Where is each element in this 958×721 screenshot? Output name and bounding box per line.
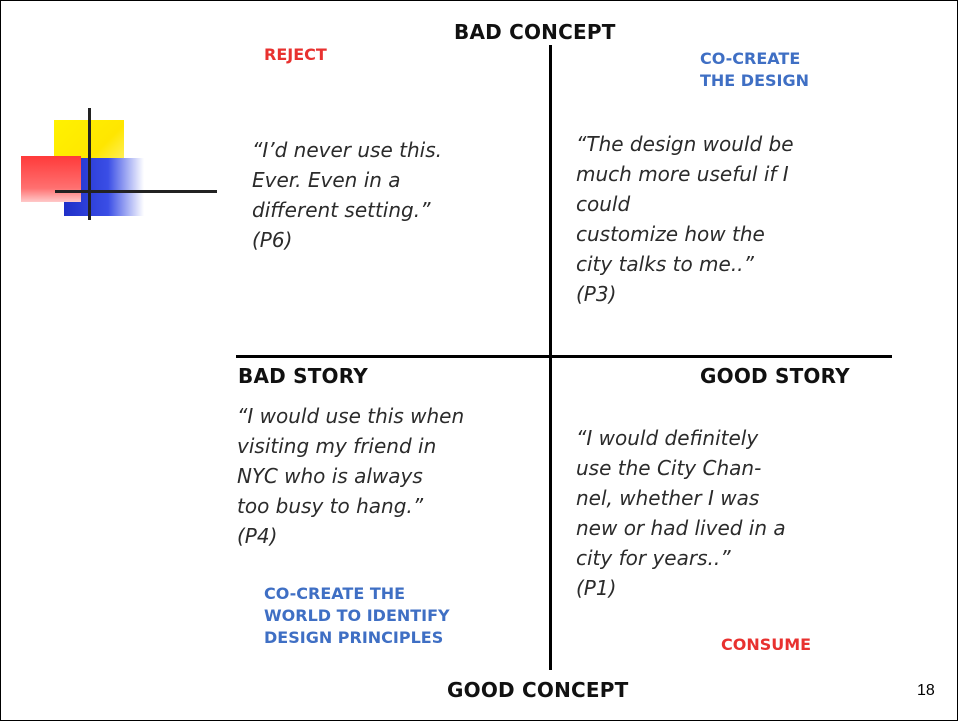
action-reject: REJECT xyxy=(264,44,327,66)
quote-attribution: (P3) xyxy=(576,282,617,306)
quote-line: “I’d never use this. xyxy=(252,138,442,162)
action-line: CO-CREATE THE xyxy=(264,584,406,603)
quote-line: could xyxy=(576,192,631,216)
crosshair-horizontal-line xyxy=(55,190,217,193)
action-co-create-design: CO-CREATE THE DESIGN xyxy=(700,48,840,92)
quote-line: “I would definitely xyxy=(576,426,759,450)
quote-line: NYC who is always xyxy=(237,464,423,488)
red-square xyxy=(21,156,81,202)
quote-line: city talks to me..” xyxy=(576,252,754,276)
quote-line: nel, whether I was xyxy=(576,486,760,510)
quote-attribution: (P6) xyxy=(252,228,293,252)
quote-p3: “The design would be much more useful if… xyxy=(576,129,866,309)
axis-label-good-story: GOOD STORY xyxy=(700,364,850,388)
axis-label-bad-story: BAD STORY xyxy=(238,364,368,388)
action-line: CO-CREATE xyxy=(700,49,801,68)
quote-line: different setting.” xyxy=(252,198,431,222)
axis-label-bad-concept: BAD CONCEPT xyxy=(454,20,616,44)
action-co-create-world: CO-CREATE THE WORLD TO IDENTIFY DESIGN P… xyxy=(264,583,504,649)
action-line: THE DESIGN xyxy=(700,71,810,90)
quote-p1: “I would definitely use the City Chan- n… xyxy=(576,423,856,603)
quote-line: customize how the xyxy=(576,222,765,246)
quote-p6: “I’d never use this. Ever. Even in a dif… xyxy=(252,135,532,255)
quote-line: “I would use this when xyxy=(237,404,465,428)
story-axis xyxy=(236,355,892,358)
quote-line: new or had lived in a xyxy=(576,516,786,540)
quote-line: “The design would be xyxy=(576,132,794,156)
page-number: 18 xyxy=(917,682,935,699)
action-consume: CONSUME xyxy=(721,634,811,656)
quote-line: visiting my friend in xyxy=(237,434,437,458)
action-line: CONSUME xyxy=(721,635,812,654)
quote-p4: “I would use this when visiting my frien… xyxy=(237,401,537,551)
quote-line: much more useful if I xyxy=(576,162,789,186)
axis-label-good-concept: GOOD CONCEPT xyxy=(447,678,629,702)
quote-line: too busy to hang.” xyxy=(237,494,424,518)
quote-line: city for years..” xyxy=(576,546,731,570)
action-line: REJECT xyxy=(264,45,327,64)
action-line: WORLD TO IDENTIFY xyxy=(264,606,450,625)
quote-line: Ever. Even in a xyxy=(252,168,401,192)
quote-attribution: (P4) xyxy=(237,524,278,548)
crosshair-vertical-line xyxy=(88,108,91,220)
action-line: DESIGN PRINCIPLES xyxy=(264,628,444,647)
quote-attribution: (P1) xyxy=(576,576,617,600)
quote-line: use the City Chan- xyxy=(576,456,762,480)
